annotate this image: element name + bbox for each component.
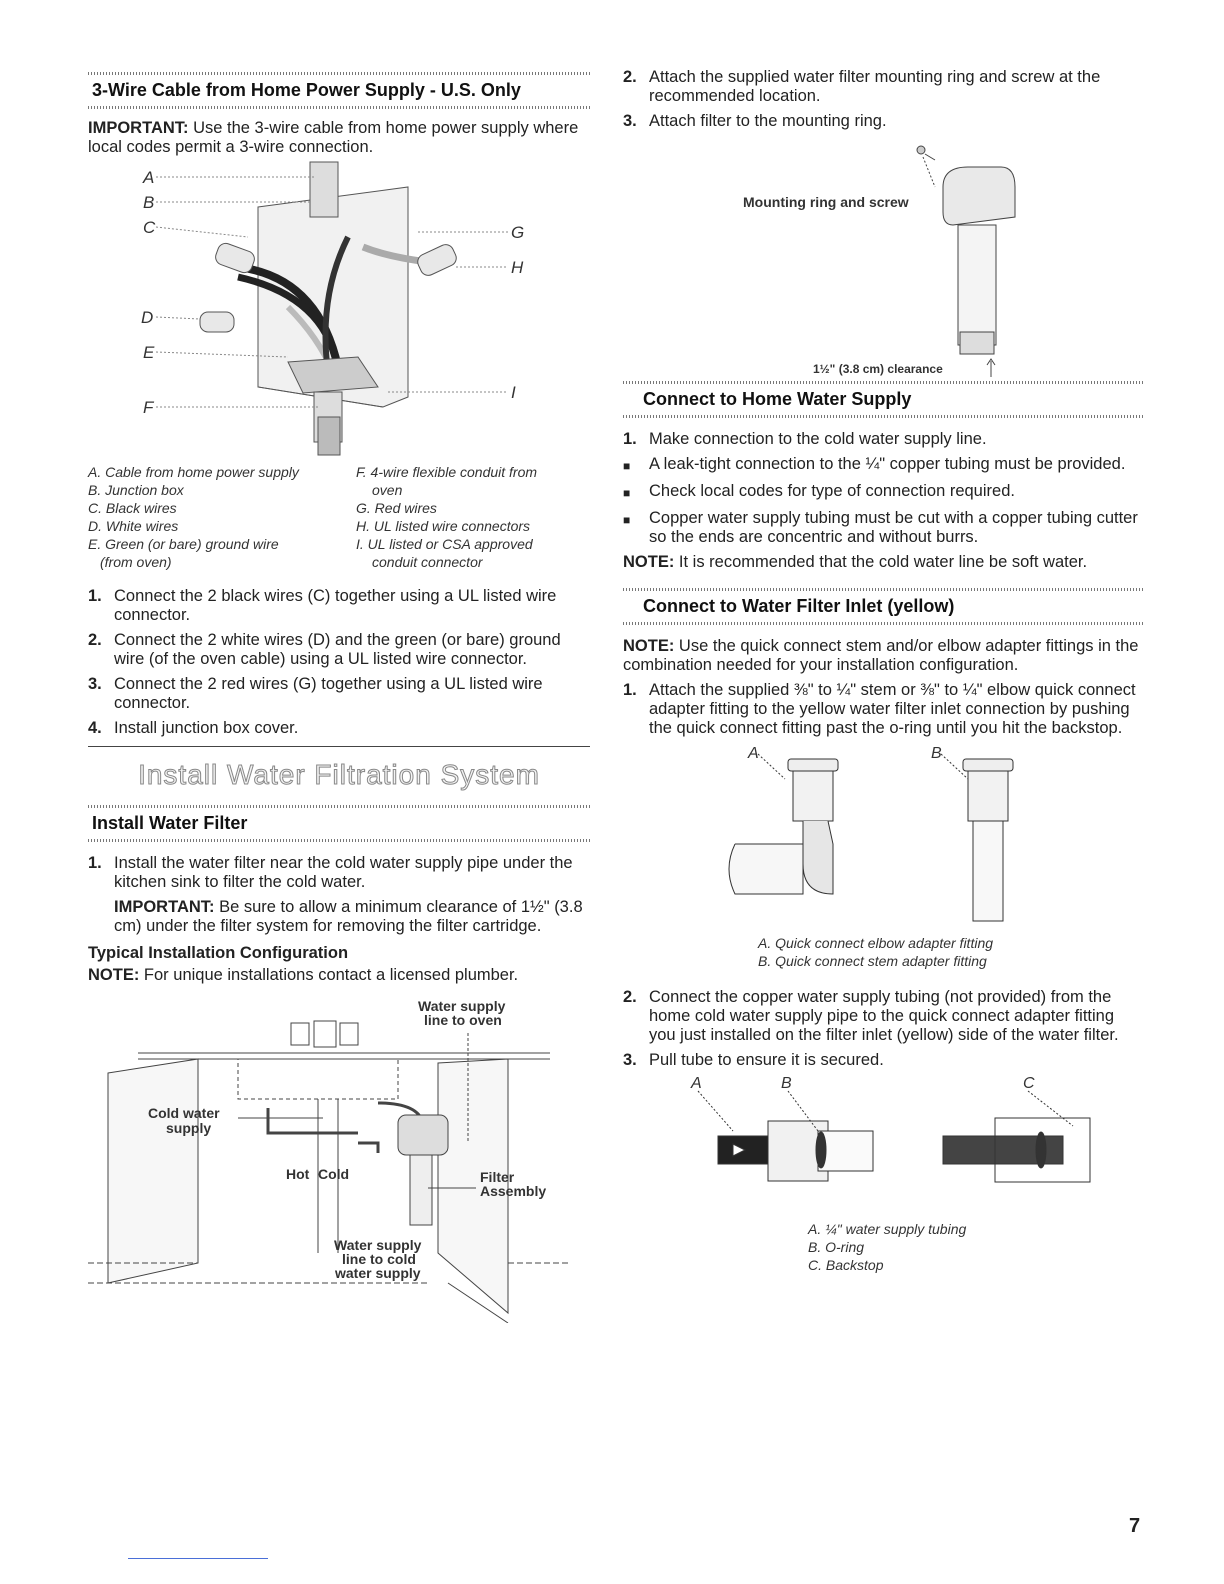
section-title-3-wire: 3-Wire Cable from Home Power Supply - U.…: [92, 80, 521, 100]
fittings-note: NOTE: Use the quick connect stem and/or …: [623, 637, 1139, 674]
important-paragraph: IMPORTANT: Use the 3-wire cable from hom…: [88, 119, 579, 156]
diagram-letter-d: D: [141, 308, 153, 327]
diagram-letter-g: G: [511, 223, 524, 242]
filter-mounting-diagram: Mounting ring and screw 1½" (3.8 cm) cle…: [743, 145, 1016, 377]
install-banner: Install Water Filtration System: [88, 746, 590, 805]
home-water-list: 1.Make connection to the cold water supp…: [623, 430, 1138, 546]
mounting-ring-label: Mounting ring and screw: [743, 194, 909, 210]
page-number: 7: [1129, 1515, 1141, 1537]
filter-step-1: 1.Install the water filter near the cold…: [88, 854, 573, 891]
tubing-legend: A. ¼" water supply tubing B. O-ring C. B…: [808, 1221, 967, 1273]
bottom-rule: [128, 1558, 268, 1559]
typical-config-heading: Typical Installation Configuration: [88, 944, 349, 962]
tube-letter-c: C: [1023, 1076, 1035, 1092]
section-title-install-filter: Install Water Filter: [92, 813, 248, 833]
label-line-to-oven: line to oven: [424, 1012, 502, 1028]
left-column: 3-Wire Cable from Home Power Supply - U.…: [88, 0, 590, 1323]
section-rule: [88, 805, 590, 808]
tube-letter-a: A: [690, 1076, 702, 1092]
adapter-fittings-diagram: A B: [728, 745, 1014, 922]
fitting-letter-b: B: [931, 745, 942, 762]
diagram-letter-f: F: [143, 398, 155, 417]
wiring-steps: 1.Connect the 2 black wires (C) together…: [88, 587, 561, 737]
section-rule: [623, 588, 1145, 591]
section-title-filter-inlet: Connect to Water Filter Inlet (yellow): [643, 596, 955, 616]
wiring-legend: A. Cable from home power supply B. Junct…: [88, 464, 538, 570]
mount-step-2: 2.Attach the supplied water filter mount…: [623, 68, 1101, 105]
clearance-label: 1½" (3.8 cm) clearance: [813, 362, 943, 376]
soft-water-note: NOTE: It is recommended that the cold wa…: [623, 553, 1088, 571]
sink-installation-diagram: Water supply line to oven Cold water sup…: [88, 998, 568, 1323]
mount-step-3: 3.Attach filter to the mounting ring.: [623, 112, 887, 130]
diagram-letter-h: H: [511, 258, 524, 277]
label-cold-water: Cold water: [148, 1105, 220, 1121]
plumber-note: NOTE: For unique installations contact a…: [88, 966, 519, 984]
label-filter: Filter: [480, 1169, 515, 1185]
junction-box-diagram: A B C D E F G H I: [141, 161, 524, 456]
diagram-letter-b: B: [143, 193, 154, 212]
section-title-home-water: Connect to Home Water Supply: [643, 389, 912, 409]
diagram-letter-e: E: [143, 343, 155, 362]
filter-important: IMPORTANT: Be sure to allow a minimum cl…: [114, 898, 583, 935]
right-column: 2.Attach the supplied water filter mount…: [623, 0, 1145, 1274]
label-water-supply-oven: Water supply: [418, 998, 506, 1014]
diagram-letter-a: A: [142, 168, 154, 187]
section-rule: [623, 415, 1145, 418]
diagram-letter-i: I: [511, 383, 516, 402]
label-line-to-cold: line to cold: [342, 1251, 416, 1267]
label-cold: Cold: [318, 1166, 349, 1182]
label-water-supply: water supply: [334, 1265, 421, 1281]
fittings-legend: A. Quick connect elbow adapter fitting B…: [758, 935, 994, 969]
label-supply: supply: [166, 1120, 211, 1136]
section-rule: [88, 72, 590, 75]
diagram-letter-c: C: [143, 218, 156, 237]
fitting-letter-a: A: [747, 745, 759, 762]
section-rule: [623, 381, 1145, 384]
label-water-supply-cold: Water supply: [334, 1237, 422, 1253]
section-rule: [88, 106, 590, 109]
section-rule: [88, 839, 590, 842]
tubing-connection-diagram: A B C: [690, 1076, 1091, 1183]
label-assembly: Assembly: [480, 1183, 546, 1199]
label-hot: Hot: [286, 1166, 310, 1182]
inlet-steps-2-3: 2.Connect the copper water supply tubing…: [623, 988, 1119, 1069]
section-rule: [623, 622, 1145, 625]
inlet-step-1: 1.Attach the supplied ⅜" to ¼" stem or ⅜…: [623, 681, 1136, 737]
tube-letter-b: B: [781, 1076, 792, 1092]
